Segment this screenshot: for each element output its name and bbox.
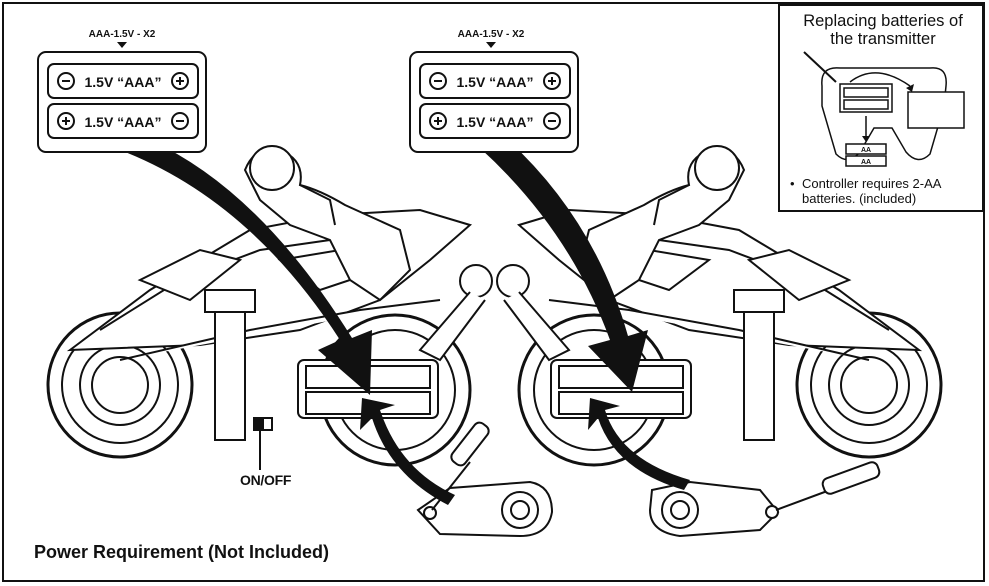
left-motorcycle-illustration [46, 145, 493, 470]
battery-label: 1.5V “AAA” [456, 74, 533, 90]
battery-spec-label: AAA-1.5V - X2 [89, 29, 156, 40]
switch-label: ON/OFF [240, 472, 292, 488]
arrow-icon [480, 140, 648, 392]
pointer-icon [117, 42, 127, 48]
inset-note: • Controller requires 2-AA batteries. (i… [790, 176, 982, 206]
inset-battery-label: AA [861, 159, 871, 166]
battery-label: 1.5V “AAA” [84, 74, 161, 90]
battery-icon [845, 143, 887, 155]
inset-note-text: Controller requires 2-AA batteries. (inc… [802, 176, 941, 206]
arrow-icon [360, 398, 455, 505]
arrow-icon [120, 140, 372, 395]
right-battery-callout [409, 42, 579, 153]
bullet-icon: • [790, 176, 795, 191]
plus-icon [171, 72, 189, 90]
pointer-icon [486, 42, 496, 48]
inset-title: Replacing batteries of the transmitter [803, 12, 963, 48]
battery-spec-label: AAA-1.5V - X2 [458, 29, 525, 40]
battery-cover [907, 91, 965, 129]
screwdriver-icon [431, 421, 490, 511]
transmitter-illustration: AA AA [803, 51, 965, 167]
right-battery-cover [648, 480, 780, 538]
battery-icon [845, 155, 887, 167]
plus-icon [543, 72, 561, 90]
battery-label: 1.5V “AAA” [84, 114, 161, 130]
minus-icon [57, 72, 75, 90]
minus-icon [429, 72, 447, 90]
minus-icon [171, 112, 189, 130]
arrow-icon [588, 398, 690, 490]
minus-icon [543, 112, 561, 130]
inset-battery-label: AA [861, 147, 871, 154]
plus-icon [429, 112, 447, 130]
left-battery-callout [37, 42, 207, 153]
transmitter-battery-inset: Replacing batteries of the transmitter A… [778, 4, 984, 212]
arrow-icon [862, 136, 870, 142]
screwdriver-icon [775, 461, 881, 511]
power-requirement-title: Power Requirement (Not Included) [34, 542, 330, 562]
arrow-icon [906, 84, 914, 92]
plus-icon [57, 112, 75, 130]
battery-label: 1.5V “AAA” [456, 114, 533, 130]
